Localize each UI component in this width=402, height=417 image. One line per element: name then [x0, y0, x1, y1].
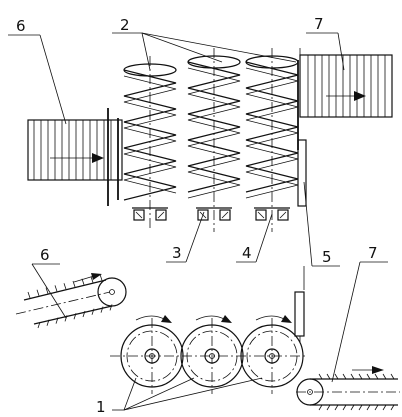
label-7-bottom: 7: [368, 244, 378, 262]
bottom-outfeed-conveyor: [296, 366, 400, 411]
left-conveyor-hatch: [33, 120, 119, 180]
frame-side-bars: [107, 48, 307, 207]
spiral-roller-3: [245, 48, 299, 232]
spiral-roller-2: [187, 48, 241, 232]
right-outfeed-conveyor: [299, 54, 393, 118]
side-guide-bracket: [294, 291, 305, 342]
roller-discs: [110, 315, 308, 394]
label-1: 1: [96, 398, 106, 416]
left-inclined-conveyor: [15, 273, 127, 329]
bearing-1: [132, 207, 168, 221]
bearing-3: [254, 207, 290, 221]
leader-lines: [8, 32, 388, 411]
right-conveyor-hatch: [307, 55, 386, 117]
bearing-2: [196, 207, 232, 221]
label-5: 5: [322, 248, 332, 266]
label-4: 4: [242, 244, 252, 262]
label-6-bottom: 6: [40, 246, 50, 264]
roller-bearings: [132, 207, 290, 221]
label-7-top: 7: [314, 15, 324, 33]
label-2: 2: [120, 16, 130, 34]
outfeed-belt-ticks: [318, 373, 395, 411]
spiral-roller-1: [123, 56, 177, 230]
spiral-rollers: [123, 48, 299, 232]
label-3: 3: [172, 244, 182, 262]
roller-disc-1: [120, 315, 184, 394]
inclined-belt-ticks: [27, 274, 113, 329]
label-6-top: 6: [16, 17, 26, 35]
roller-disc-3: [240, 315, 304, 394]
roller-disc-2: [180, 315, 244, 394]
